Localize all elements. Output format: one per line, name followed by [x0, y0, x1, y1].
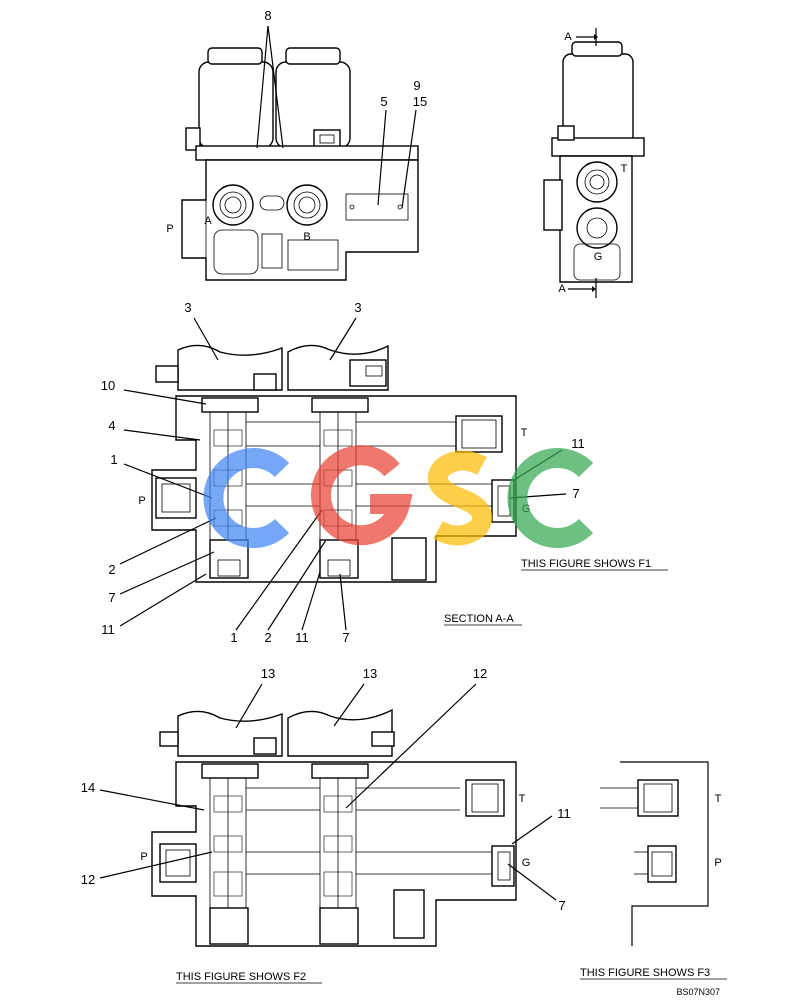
- callout-11a: 11: [571, 436, 585, 451]
- callout-7c: 7: [342, 630, 349, 645]
- watermark-letter-s: [427, 450, 493, 546]
- callout-13a: 13: [261, 666, 275, 681]
- port-g-label: G: [522, 857, 531, 869]
- callout-8: 8: [264, 8, 271, 23]
- callout-7: 7: [558, 898, 565, 913]
- f2-view: 13 13 12 14 11 12 7 T P G THIS FIGURE SH…: [81, 666, 571, 984]
- port-p-label: P: [166, 223, 173, 235]
- port-p-label: P: [140, 851, 147, 863]
- callout-11b: 11: [101, 622, 115, 637]
- port-g-label: G: [594, 251, 603, 263]
- port-p-label: P: [138, 495, 145, 507]
- port-a-label: A: [204, 215, 212, 227]
- callout-1b: 1: [230, 630, 237, 645]
- watermark-logo: [203, 445, 594, 548]
- callout-9: 9: [413, 78, 420, 93]
- side-view: A A T G: [543, 28, 645, 298]
- port-t-label: T: [521, 427, 528, 439]
- watermark-letter-c: [203, 448, 290, 548]
- callout-12a: 12: [473, 666, 487, 681]
- callout-14: 14: [81, 780, 95, 795]
- callout-2b: 2: [264, 630, 271, 645]
- callout-1a: 1: [110, 452, 117, 467]
- callout-15: 15: [413, 94, 427, 109]
- watermark-letter-g: [310, 445, 413, 546]
- callout-2a: 2: [108, 562, 115, 577]
- callout-7b: 7: [108, 590, 115, 605]
- port-t-label: T: [621, 163, 628, 175]
- callout-13b: 13: [363, 666, 377, 681]
- callout-5: 5: [380, 94, 387, 109]
- port-b-label: B: [303, 231, 310, 243]
- callout-7a: 7: [572, 486, 579, 501]
- callout-4: 4: [108, 418, 115, 433]
- top-view: 8 9 15 5 A B P: [166, 8, 427, 281]
- port-t-label: T: [715, 793, 722, 805]
- port-t-label: T: [519, 793, 526, 805]
- drawing-code: BS07N307: [676, 987, 720, 997]
- figure-caption-f1: THIS FIGURE SHOWS F1: [521, 558, 651, 570]
- callout-3a: 3: [184, 300, 191, 315]
- figure-caption-f2: THIS FIGURE SHOWS F2: [176, 971, 306, 983]
- section-mark-top: A: [564, 31, 572, 43]
- watermark-letter-c: [507, 448, 594, 548]
- callout-10: 10: [101, 378, 115, 393]
- section-title: SECTION A-A: [444, 613, 514, 625]
- section-mark-bottom: A: [558, 283, 566, 295]
- figure-caption-f3: THIS FIGURE SHOWS F3: [580, 967, 710, 979]
- callout-11c: 11: [295, 630, 309, 645]
- callout-3b: 3: [354, 300, 361, 315]
- port-p-label: P: [714, 857, 721, 869]
- callout-11: 11: [557, 806, 571, 821]
- callout-12b: 12: [81, 872, 95, 887]
- f3-view: T P THIS FIGURE SHOWS F3: [580, 761, 727, 980]
